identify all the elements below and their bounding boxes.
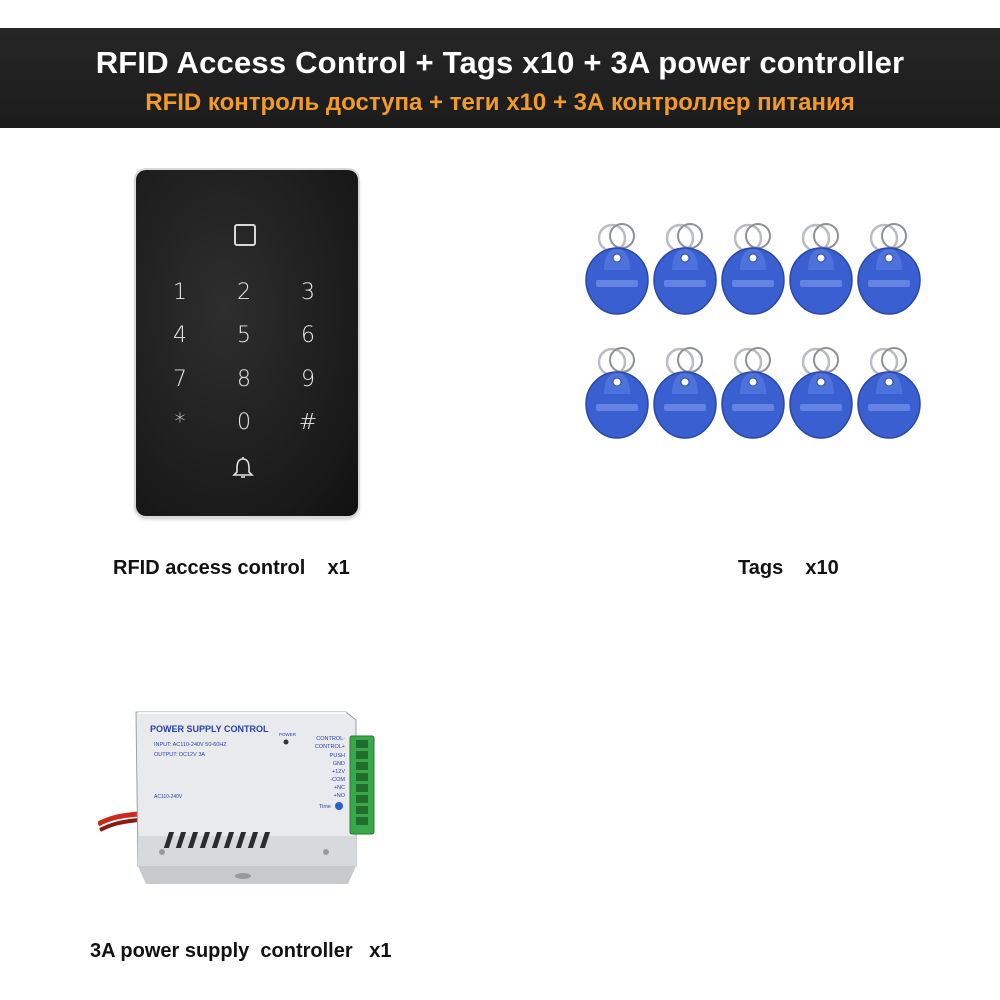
terminal-label: GND: [333, 761, 345, 767]
key-9: 9: [301, 367, 315, 392]
banner-subtitle: RFID контроль доступа + теги x10 + 3А ко…: [145, 89, 855, 116]
time-knob-icon: [335, 802, 343, 810]
key-7: 7: [173, 367, 187, 392]
rfid-keyfob-icon: [585, 223, 649, 315]
psu-title: POWER SUPPLY CONTROL: [150, 724, 269, 734]
rfid-keyfob-icon: [857, 347, 921, 439]
terminal-label: CONTROL+: [315, 744, 345, 750]
terminal-label: CONTROL-: [316, 736, 345, 742]
rfid-keyfob-icon: [721, 347, 785, 439]
card-reader-icon: [234, 224, 256, 246]
banner-title: RFID Access Control + Tags x10 + 3A powe…: [95, 45, 905, 80]
rfid-keyfob-icon: [789, 223, 853, 315]
time-label: Time: [319, 804, 331, 810]
key-4: 4: [173, 323, 187, 348]
terminal-label: PUSH: [330, 753, 345, 759]
psu-power-label: POWER: [279, 732, 297, 737]
rfid-keyfob-icon: [653, 347, 717, 439]
key-0: 0: [237, 410, 251, 435]
rfid-keyfob-icon: [585, 347, 649, 439]
key-8: 8: [237, 367, 251, 392]
rfid-keyfob-icon: [789, 347, 853, 439]
terminal-label: +NO: [334, 793, 346, 799]
rfid-keypad-image: 1 2 3 4 5 6 7 8 9 * 0 #: [136, 170, 358, 516]
key-2: 2: [237, 280, 251, 305]
key-hash: #: [298, 410, 318, 435]
rfid-keyfob-icon: [653, 223, 717, 315]
keypad-caption: RFID access control x1: [113, 557, 350, 579]
terminal-label: -COM: [330, 777, 345, 783]
rfid-keyfob-icon: [857, 223, 921, 315]
rfid-keyfob-icon: [721, 223, 785, 315]
psu-output-spec: OUTPUT: DC12V 3A: [154, 752, 205, 758]
key-6: 6: [301, 323, 315, 348]
power-supply-image: POWER SUPPLY CONTROL POWER INPUT: AC110-…: [98, 711, 375, 884]
key-5: 5: [237, 323, 251, 348]
key-1: 1: [173, 280, 187, 305]
key-3: 3: [301, 280, 315, 305]
bell-icon: [232, 457, 254, 478]
power-supply-caption: 3A power supply controller x1: [90, 940, 392, 962]
terminal-label: +NC: [334, 785, 345, 791]
terminal-label: +12V: [332, 769, 345, 775]
psu-ac-label: AC110-240V: [154, 794, 183, 800]
key-star: *: [174, 410, 186, 435]
header-banner: RFID Access Control + Tags x10 + 3A powe…: [0, 28, 1000, 128]
power-led-icon: [283, 739, 289, 745]
psu-input-spec: INPUT: AC110-240V 50-60HZ: [154, 742, 227, 748]
tags-caption: Tags x10: [738, 557, 839, 579]
